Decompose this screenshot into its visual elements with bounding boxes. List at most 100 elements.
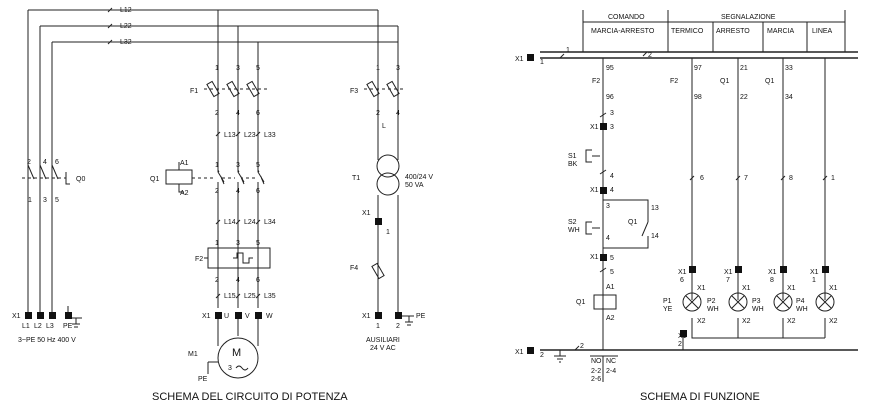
svg-text:L2: L2 [34,323,42,330]
contactor-q1: A1 A2 Q1 [150,160,265,197]
label-q0: Q0 [76,176,85,183]
line-label-l32: L32 [120,39,132,46]
svg-text:2: 2 [215,110,219,117]
svg-text:2: 2 [215,188,219,195]
svg-text:X2: X2 [787,318,796,325]
power-title: SCHEMA DEL CIRCUITO DI POTENZA [152,391,348,403]
svg-text:PE: PE [63,323,73,330]
svg-text:P4: P4 [796,298,805,305]
svg-text:4: 4 [236,188,240,195]
svg-text:1: 1 [831,175,835,182]
svg-text:X1: X1 [678,269,687,276]
svg-text:1: 1 [215,162,219,169]
svg-text:3: 3 [236,240,240,247]
svg-text:AUSILIARI: AUSILIARI [366,337,400,344]
svg-text:X1: X1 [590,187,599,194]
motor-m1: M 3 M1 PE [188,337,259,383]
svg-text:Q1: Q1 [628,219,637,226]
svg-text:34: 34 [785,94,793,101]
svg-text:ARRESTO: ARRESTO [716,28,750,35]
svg-text:MARCIA: MARCIA [767,28,795,35]
svg-text:4: 4 [236,277,240,284]
svg-text:1: 1 [215,240,219,247]
svg-text:A2: A2 [180,190,189,197]
line-label-l12: L12 [120,7,132,14]
svg-text:5: 5 [256,240,260,247]
svg-text:2: 2 [540,352,544,359]
label-f2: F2 [195,256,203,263]
svg-text:6: 6 [55,159,59,166]
svg-text:M1: M1 [188,351,198,358]
svg-text:L3: L3 [46,323,54,330]
svg-text:X2: X2 [829,318,838,325]
svg-text:L1: L1 [22,323,30,330]
label-coil-q1: Q1 [576,299,585,306]
svg-text:P1: P1 [663,298,672,305]
svg-text:MARCIA-ARRESTO: MARCIA-ARRESTO [591,28,655,35]
svg-text:22: 22 [740,94,748,101]
svg-text:14: 14 [651,233,659,240]
svg-text:WH: WH [796,306,808,313]
svg-text:X1: X1 [829,285,838,292]
svg-text:U: U [224,313,229,320]
svg-text:X1: X1 [362,210,371,217]
svg-text:X1: X1 [742,285,751,292]
svg-text:5: 5 [256,65,260,72]
svg-text:X2: X2 [742,318,751,325]
svg-text:YE: YE [663,306,673,313]
svg-text:2-4: 2-4 [606,368,616,375]
svg-text:5: 5 [610,255,614,262]
svg-text:7: 7 [744,175,748,182]
svg-text:8: 8 [770,277,774,284]
svg-text:2: 2 [215,277,219,284]
svg-text:1: 1 [812,277,816,284]
svg-text:13: 13 [651,205,659,212]
svg-text:6: 6 [680,277,684,284]
svg-text:X2: X2 [697,318,706,325]
svg-text:5: 5 [610,269,614,276]
svg-text:L15: L15 [224,293,236,300]
svg-text:400/24 V: 400/24 V [405,174,433,181]
thermal-relay-f2: F2 [195,247,271,269]
svg-text:Q1: Q1 [720,78,729,85]
svg-text:L25: L25 [244,293,256,300]
svg-text:P3: P3 [752,298,761,305]
label-t1: T1 [352,175,360,182]
svg-text:PE: PE [198,376,208,383]
line-label-l22: L22 [120,23,132,30]
svg-text:96: 96 [606,94,614,101]
svg-text:X1: X1 [697,285,706,292]
svg-text:TERMICO: TERMICO [671,28,704,35]
svg-text:6: 6 [256,277,260,284]
svg-text:4: 4 [610,173,614,180]
svg-text:3: 3 [43,197,47,204]
svg-text:8: 8 [789,175,793,182]
svg-text:2: 2 [27,159,31,166]
svg-text:1: 1 [215,65,219,72]
svg-text:2: 2 [396,323,400,330]
svg-text:W: W [266,313,273,320]
svg-text:4: 4 [396,110,400,117]
svg-text:NC: NC [606,358,616,365]
svg-text:P2: P2 [707,298,716,305]
svg-text:4: 4 [43,159,47,166]
svg-text:3: 3 [610,124,614,131]
svg-text:L14: L14 [224,219,236,226]
svg-text:X1: X1 [515,56,524,63]
label-q1: Q1 [150,176,159,183]
svg-text:21: 21 [740,65,748,72]
svg-text:33: 33 [785,65,793,72]
fuse-f1: F1 [190,80,268,98]
supply-terminals: X1 L1 L2 L3 PE 3~PE 50 Hz 400 V [12,300,82,344]
label-func-f2: F2 [592,78,600,85]
svg-text:PE: PE [416,313,426,320]
svg-text:Q1: Q1 [765,78,774,85]
svg-text:3: 3 [228,365,232,372]
svg-text:A1: A1 [606,284,615,291]
svg-text:F2: F2 [670,78,678,85]
svg-text:X1: X1 [768,269,777,276]
svg-text:6: 6 [256,188,260,195]
svg-text:1: 1 [566,47,570,54]
svg-text:2: 2 [580,343,584,350]
svg-text:6: 6 [256,110,260,117]
